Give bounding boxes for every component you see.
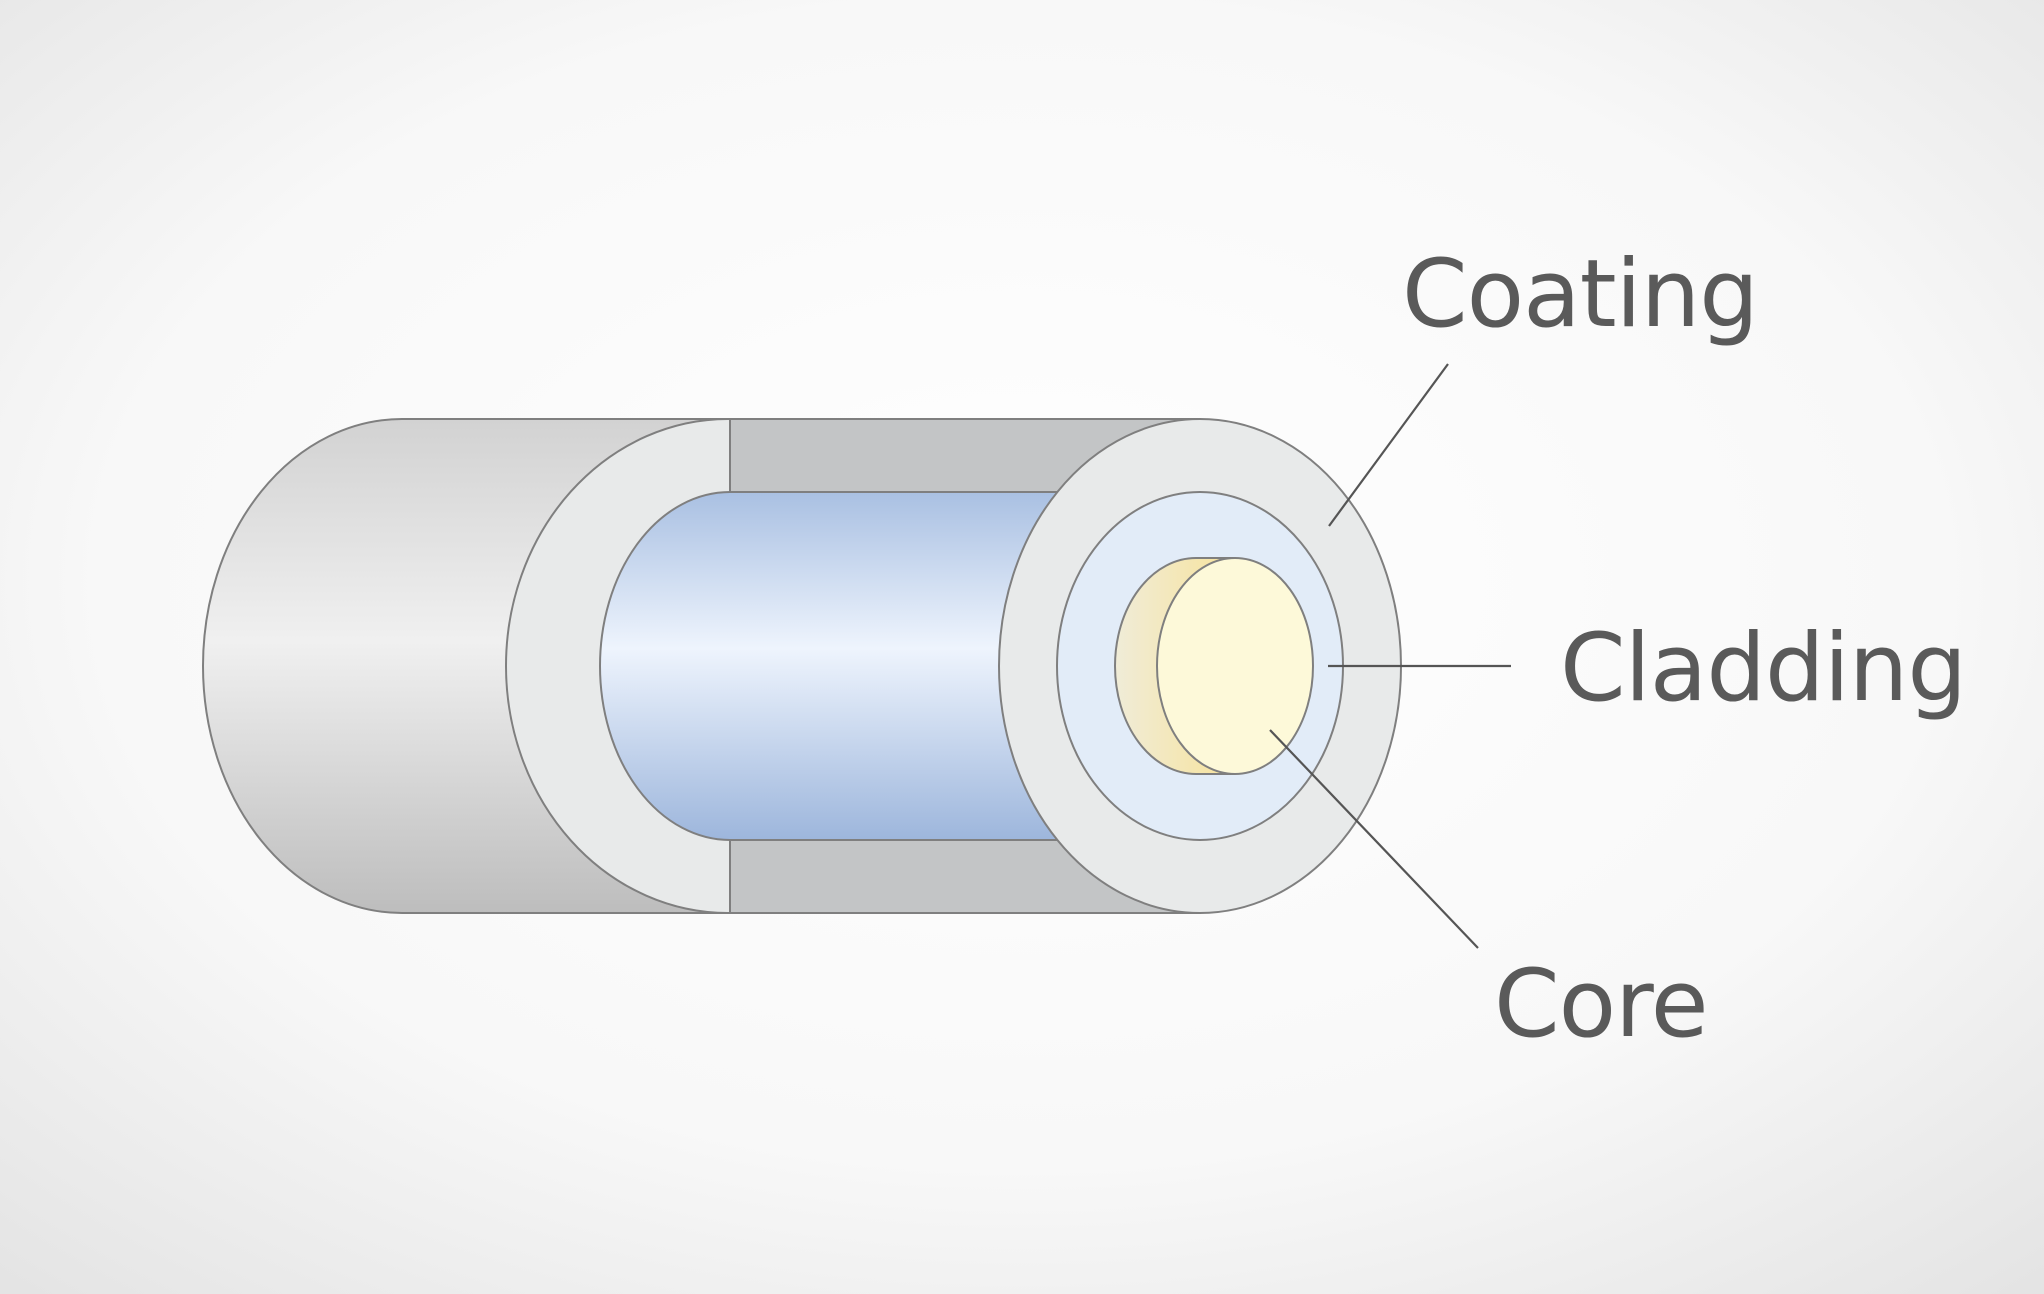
coating-leader-line xyxy=(1328,363,1449,527)
core-label: Core xyxy=(1494,950,1708,1059)
core-leader-line xyxy=(1269,729,1479,949)
coating-label: Coating xyxy=(1402,240,1758,349)
cladding-label: Cladding xyxy=(1560,614,1966,723)
core-front-face xyxy=(1156,557,1314,775)
